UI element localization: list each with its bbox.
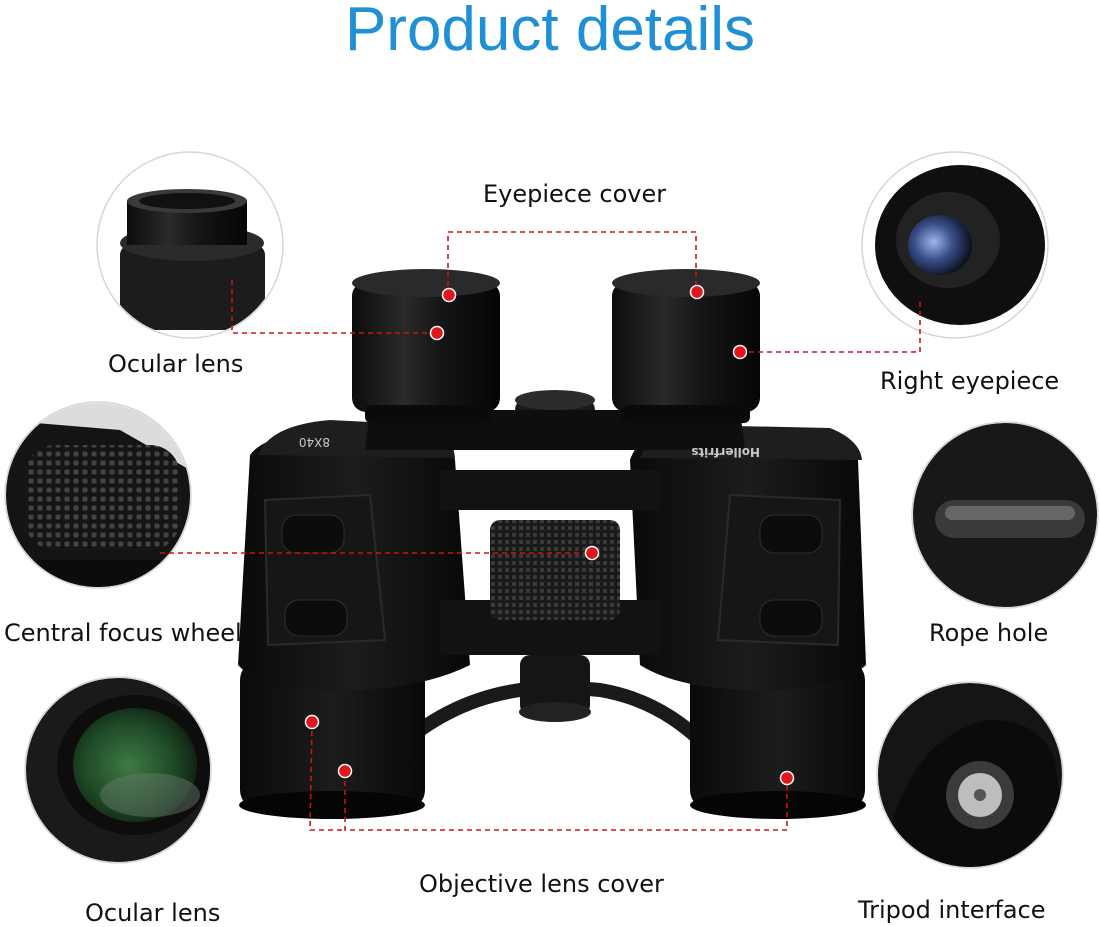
- leader-ocular-lens-top: [231, 280, 437, 334]
- leader-objective-left: [309, 721, 345, 831]
- marker-objective-left-lower: [337, 763, 353, 779]
- leader-lines: [160, 231, 921, 831]
- marker-ocular-lens: [429, 325, 445, 341]
- label-rope-hole: Rope hole: [929, 619, 1049, 647]
- marker-focus-wheel: [584, 545, 600, 561]
- brand-print: Hollerfrits: [691, 445, 760, 459]
- right-eyepiece-detail-image: [861, 151, 1049, 339]
- objective-lens-detail-image: [24, 676, 212, 864]
- rope-hole-detail-image: [911, 421, 1099, 609]
- marker-right-eyepiece-cover: [689, 284, 705, 300]
- focus-wheel-detail-image: [4, 401, 192, 589]
- markers: [304, 284, 795, 786]
- marker-left-eyepiece-cover: [441, 287, 457, 303]
- page-title: Product details: [344, 0, 756, 64]
- leader-eyepiece-cover: [447, 231, 697, 295]
- ocular-lens-detail-image: [96, 151, 284, 339]
- label-right-eyepiece: Right eyepiece: [880, 367, 1060, 395]
- leader-right-eyepiece: [740, 300, 921, 353]
- label-ocular-lens-bottom: Ocular lens: [85, 899, 221, 927]
- label-ocular-lens-top: Ocular lens: [108, 350, 244, 378]
- marker-objective-right: [779, 770, 795, 786]
- label-objective-lens-cover: Objective lens cover: [419, 870, 664, 898]
- binoculars-main-image: 8X40 Hollerfrits: [238, 269, 866, 819]
- model-print: 8X40: [299, 435, 330, 449]
- leader-objective-lens-cover: [344, 772, 788, 831]
- marker-objective-left-upper: [304, 714, 320, 730]
- label-eyepiece-cover: Eyepiece cover: [483, 180, 667, 208]
- label-tripod-interface: Tripod interface: [858, 896, 1046, 924]
- marker-right-eyepiece: [732, 344, 748, 360]
- label-central-focus-wheel: Central focus wheel: [4, 619, 242, 647]
- tripod-interface-detail-image: [876, 681, 1064, 869]
